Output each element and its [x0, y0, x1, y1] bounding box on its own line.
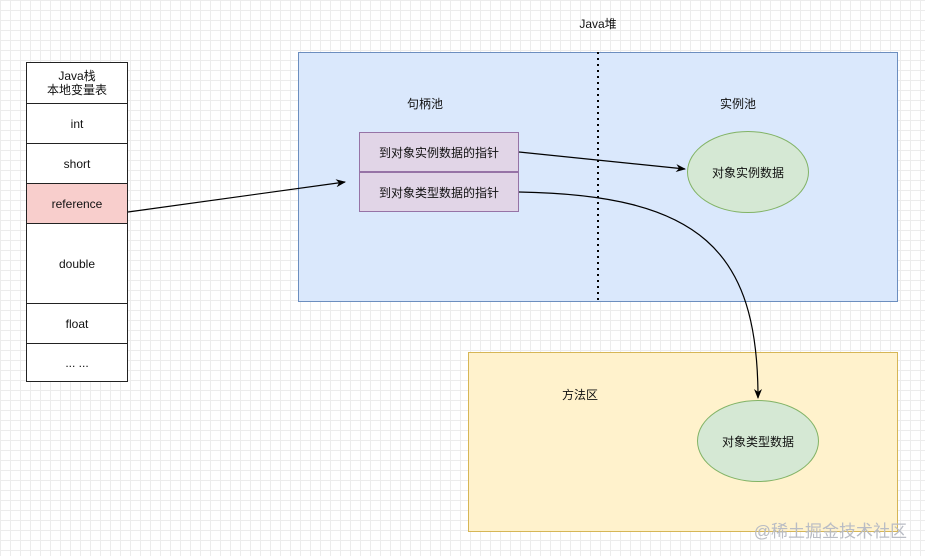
instance-data-node: 对象实例数据 [687, 131, 809, 213]
stack-title: Java栈 [58, 69, 96, 83]
stack-row-int: int [27, 103, 127, 143]
stack-row-ellipsis: ... ... [27, 343, 127, 381]
java-stack-table: Java栈 本地变量表 int short reference double f… [26, 62, 128, 382]
pointer-to-type-data: 到对象类型数据的指针 [359, 172, 519, 212]
local-variable-table-title: 本地变量表 [46, 83, 107, 97]
type-data-node: 对象类型数据 [697, 400, 819, 482]
watermark-text: @稀土掘金技术社区 [753, 522, 907, 541]
pointer-to-instance-data: 到对象实例数据的指针 [359, 132, 519, 172]
reference-to-handle-arrow [127, 179, 346, 213]
type-pointer-arrow [518, 191, 762, 399]
stack-row-reference: reference [27, 183, 127, 223]
instance-pool-label: 实例池 [719, 97, 756, 111]
stack-header: Java栈 本地变量表 [27, 63, 127, 103]
stack-row-short: short [27, 143, 127, 183]
instance-pointer-arrow [518, 151, 686, 173]
heap-title: Java堆 [579, 17, 617, 31]
stack-row-float: float [27, 303, 127, 343]
stack-row-double: double [27, 223, 127, 303]
handle-pool-label: 句柄池 [406, 97, 443, 111]
method-area-region [468, 352, 898, 532]
method-area-label: 方法区 [561, 388, 598, 402]
